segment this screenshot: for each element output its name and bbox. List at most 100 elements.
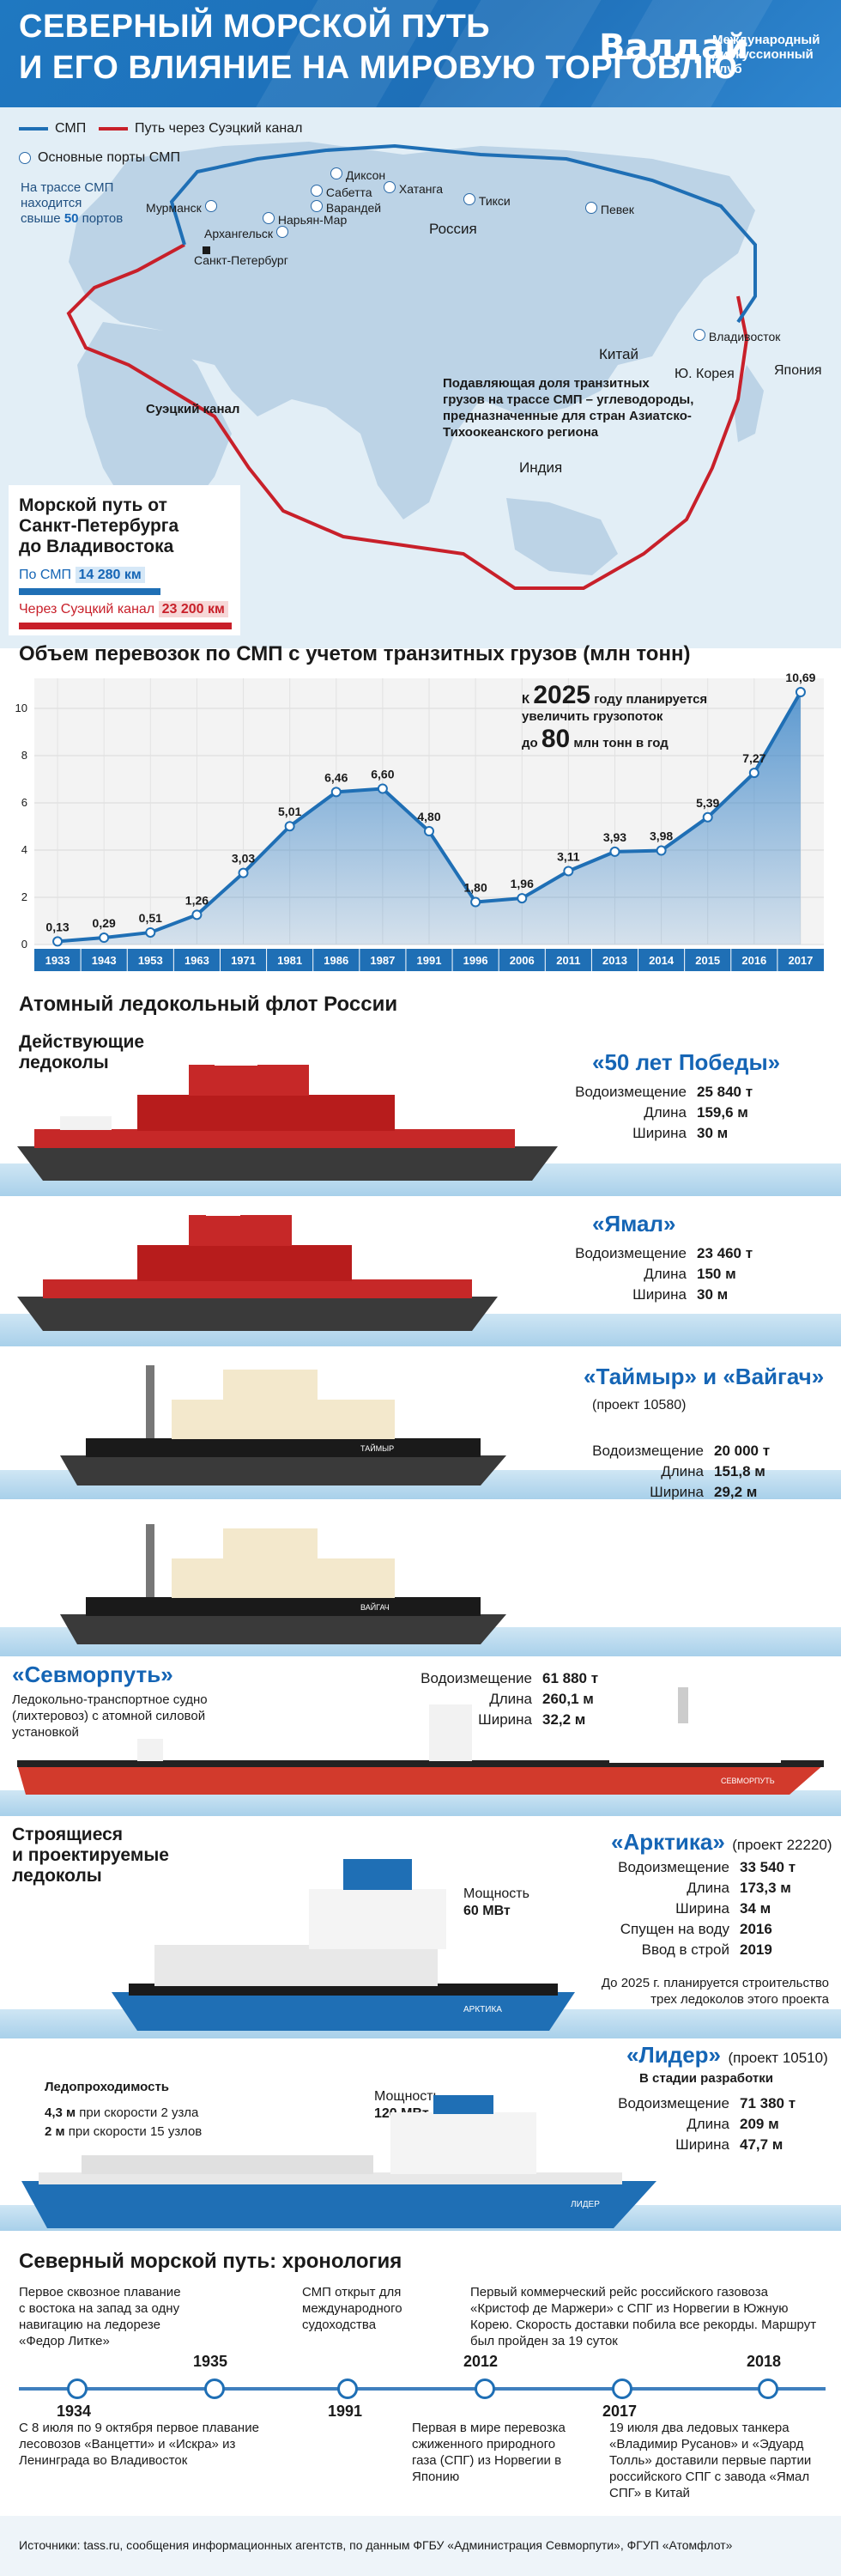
lider-ice-capability: Ледопроходимость 4,3 м при скорости 2 уз…: [45, 2080, 203, 2139]
suez-swatch: [99, 127, 128, 131]
hull-name-lider: ЛИДЕР: [571, 2200, 600, 2209]
x-tick-label: 1943: [92, 954, 117, 967]
country-japan: Япония: [774, 363, 822, 378]
y-tick-label: 6: [21, 796, 27, 809]
x-tick-label: 1933: [45, 954, 70, 967]
data-point: [377, 783, 388, 794]
project-taymyr: (проект 10580): [592, 1398, 687, 1413]
ship-yamal-illustration: [17, 1202, 498, 1331]
data-label: 10,69: [785, 671, 815, 684]
valdai-logo: Валдай: [599, 27, 749, 67]
data-label: 3,98: [650, 829, 673, 843]
timeline-marker: [612, 2379, 632, 2399]
data-point: [238, 867, 249, 878]
ship-sevmorput-illustration: СЕВМОРПУТЬ: [17, 1687, 824, 1795]
timeline-axis: [19, 2387, 826, 2391]
port-pevek: Певек: [585, 202, 634, 216]
data-point: [424, 826, 434, 836]
port-murmansk: Мурманск: [146, 200, 217, 215]
ship-taymyr-illustration: ТАЙМЫР: [60, 1365, 506, 1485]
x-tick-label: 1963: [185, 954, 209, 967]
legend-suez: Путь через Суэцкий канал: [99, 121, 302, 137]
map-graphic: [66, 142, 764, 590]
data-point: [609, 846, 620, 857]
ship-arktika-illustration: АРКТИКА: [112, 1859, 575, 2031]
route-box-title: Морской путь от Санкт-Петербурга до Влад…: [19, 495, 179, 556]
x-tick-label: 2014: [649, 954, 675, 967]
ship-name-pobedy: «50 лет Победы»: [592, 1049, 781, 1075]
data-point: [330, 787, 342, 798]
port-arkhangelsk: Архангельск: [204, 226, 288, 240]
data-point: [99, 933, 110, 944]
route-suez-row: Через Суэцкий канал 23 200 км: [19, 601, 228, 617]
hull-name-sevmorput: СЕВМОРПУТЬ: [721, 1777, 775, 1785]
port-sabetta: Сабетта: [311, 185, 372, 199]
city-spb-marker: [203, 243, 210, 257]
timeline-event-1935-text: С 8 июля по 9 октября первое плавание ле…: [19, 2421, 259, 2468]
footer-sources: Источники: tass.ru, сообщения информацио…: [19, 2538, 733, 2552]
timeline-marker: [475, 2379, 495, 2399]
cargo-note: Подавляющая доля транзитных грузов на тр…: [443, 376, 694, 440]
country-india: Индия: [519, 459, 563, 476]
ship-name-taymyr: «Таймыр» и «Вайгач»: [584, 1364, 825, 1389]
ship-title-arktika: «Арктика» (проект 22220): [611, 1829, 832, 1855]
x-tick-label: 1986: [324, 954, 348, 967]
x-tick-label: 2015: [695, 954, 720, 967]
y-tick-label: 2: [21, 890, 27, 903]
x-tick-label: 1987: [370, 954, 395, 967]
data-point: [702, 811, 713, 823]
building-icebreakers-label: Строящиеся и проектируемые ледоколы: [12, 1825, 169, 1886]
data-point: [284, 821, 295, 832]
x-tick-label: 1981: [277, 954, 302, 967]
data-label: 3,03: [232, 852, 255, 866]
data-point: [563, 866, 574, 877]
data-label: 1,26: [185, 893, 209, 907]
city-spb: Санкт-Петербург: [194, 253, 288, 267]
timeline-marker: [67, 2379, 88, 2399]
country-russia: Россия: [429, 221, 477, 237]
x-tick-label: 2011: [556, 954, 580, 967]
data-label: 3,93: [603, 830, 626, 844]
route-suez-bar: [19, 623, 232, 629]
timeline-marker: [758, 2379, 778, 2399]
timeline-marker: [204, 2379, 225, 2399]
data-label: 0,29: [93, 916, 116, 930]
ship-title-lider: «Лидер» (проект 10510): [626, 2042, 828, 2068]
africa-landmass: [77, 322, 232, 537]
data-point: [656, 845, 667, 856]
data-label: 3,11: [557, 849, 580, 863]
route-smp-bar: [19, 588, 160, 595]
suez-route-line: [66, 243, 749, 590]
lider-stage: В стадии разработки: [639, 2071, 773, 2086]
x-tick-label: 2006: [510, 954, 535, 967]
data-label: 1,80: [463, 881, 487, 895]
data-point: [52, 936, 64, 947]
ship-name-sevmorput: «Севморпуть»: [12, 1662, 173, 1687]
hull-name-arktika: АРКТИКА: [463, 2005, 502, 2014]
hull-name-taymyr: ТАЙМЫР: [360, 1443, 394, 1453]
port-naryan-mar: Нарьян-Мар: [263, 212, 347, 227]
data-point: [145, 927, 156, 938]
logo-subtitle: Международный дискуссионный клуб: [712, 33, 820, 76]
x-tick-label: 1953: [138, 954, 163, 967]
chart-annotation: К 2025 году планируется увеличить грузоп…: [522, 681, 708, 753]
data-label: 6,46: [324, 770, 348, 784]
legend-ports: Основные порты СМП: [19, 150, 180, 166]
data-label: 7,27: [742, 751, 765, 765]
data-point: [748, 768, 759, 779]
timeline-event-1991-text: СМП открыт для международного судоходств…: [302, 2285, 402, 2332]
timeline-event-2012-text: Первая в мире перевозка сжиженного приро…: [412, 2421, 566, 2484]
x-tick-label: 1971: [231, 954, 256, 967]
data-label: 1,96: [511, 877, 534, 890]
smp-route-line: [169, 143, 757, 324]
data-point: [191, 909, 203, 920]
y-tick-label: 8: [21, 749, 27, 762]
timeline-event-2017-text: Первый коммерческий рейс российского газ…: [470, 2285, 817, 2348]
data-label: 5,39: [696, 796, 719, 810]
x-axis-band: [34, 949, 824, 971]
legend-smp: СМП: [19, 121, 86, 137]
data-label: 0,51: [139, 911, 162, 925]
